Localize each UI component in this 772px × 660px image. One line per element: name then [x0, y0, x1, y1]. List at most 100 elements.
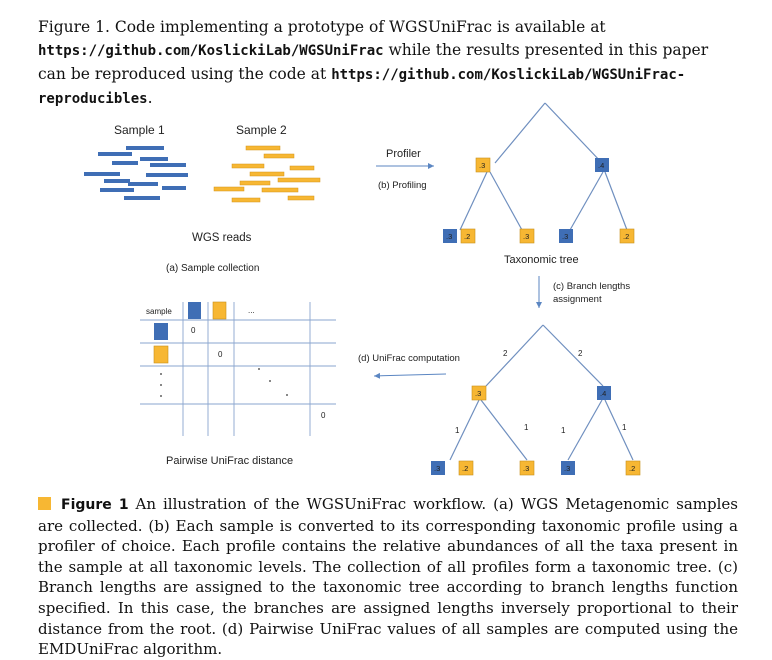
tree2-leaf-3 [519, 460, 535, 476]
tree-branch [544, 102, 603, 164]
sample1-label: Sample 1 [114, 123, 165, 137]
matrix-col-sample2 [212, 301, 227, 320]
branch-length-top-left: 2 [503, 349, 508, 358]
read-bar [261, 187, 299, 193]
tree2-nodes: .3 .4 .3 .2 .3 .3 .2 [431, 385, 641, 476]
tree2-leaf-3-value: .3 [523, 464, 529, 473]
matrix-row-sample2 [153, 345, 169, 364]
read-bar [84, 172, 120, 176]
branch-lengths-label-line1: (c) Branch lengths [553, 281, 630, 292]
branch-length-4: 1 [622, 423, 627, 432]
tree2-node-internal-left [471, 385, 487, 401]
tree-branch [567, 399, 603, 461]
tree2-leaf-2 [458, 460, 474, 476]
tree1-node-internal-left [475, 157, 491, 173]
unifrac-computation-label: (d) UniFrac computation [358, 353, 460, 364]
reproducibles-repo-url[interactable]: https://github.com/KoslickiLab/WGSUniFra… [38, 67, 686, 107]
read-bar [140, 157, 168, 161]
read-bar [249, 171, 285, 177]
figure-caption: Figure 1 An illustration of the WGSUniFr… [38, 494, 738, 660]
tree2-leaf-1-value: .3 [434, 464, 440, 473]
pairwise-distance-label: Pairwise UniFrac distance [166, 455, 293, 467]
matrix-diagonal-2: 0 [218, 350, 223, 359]
read-bar [231, 163, 265, 169]
tree1-leaf-2-value: .2 [464, 232, 470, 241]
tree2-node-internal-left-value: .3 [475, 389, 481, 398]
tree-branch [542, 324, 604, 387]
code-repo-url[interactable]: https://github.com/KoslickiLab/WGSUniFra… [38, 43, 384, 59]
figure-availability-note: Figure 1. Code implementing a prototype … [38, 16, 738, 111]
read-bar [98, 152, 132, 156]
tree1-leaf-5 [619, 228, 635, 244]
tree1-leaf-4 [559, 229, 573, 243]
read-bar [100, 188, 134, 192]
branch-length-top-right: 2 [578, 349, 583, 358]
profiling-label: (b) Profiling [378, 180, 427, 191]
tree-branch [480, 399, 528, 461]
tree-branch [449, 399, 480, 461]
tree-branch [459, 171, 488, 231]
sample-collection-label: (a) Sample collection [166, 263, 259, 274]
matrix-diagonal-ellipsis [258, 368, 288, 396]
caption-text: An illustration of the WGSUniFrac workfl… [38, 495, 738, 659]
tree1-leaf-2 [460, 228, 476, 244]
tree1-leaf-1-value: .3 [446, 232, 452, 241]
read-bar [124, 196, 160, 200]
tree1-leaf-5-value: .2 [623, 232, 629, 241]
read-bar [245, 145, 281, 151]
branch-length-3: 1 [561, 426, 566, 435]
read-bar [239, 180, 271, 186]
sample1-reads [84, 146, 188, 200]
tree1-leaf-1 [443, 229, 457, 243]
tree2-node-internal-right [597, 386, 611, 400]
tree-branch [489, 171, 523, 231]
note-text-2: while the results presented in this pape… [38, 41, 709, 83]
tree2-node-internal-right-value: .4 [600, 389, 606, 398]
matrix-col-ellipsis: ... [248, 306, 255, 315]
tree1-node-internal-right-value: .4 [598, 161, 604, 170]
matrix-col-sample1 [188, 302, 201, 319]
read-bar [213, 186, 245, 192]
branch-length-labels: 2 2 1 1 1 1 [455, 349, 627, 435]
tree2-leaf-4-value: .3 [564, 464, 570, 473]
profiler-label: Profiler [386, 148, 421, 160]
tree-branch [604, 171, 628, 231]
tree2-leaf-2-value: .2 [462, 464, 468, 473]
distance-matrix: sample ... 0 0 0 [140, 301, 336, 436]
workflow-figure: Sample 1 Sample 2 WGS reads (a) Sample c… [84, 102, 641, 476]
sample2-reads [213, 145, 321, 203]
read-bar [287, 195, 315, 201]
read-bar [146, 173, 188, 177]
read-bar [112, 161, 138, 165]
matrix-sample-label: sample [146, 307, 172, 316]
read-bar [263, 153, 295, 159]
caption-marker-icon [38, 497, 51, 510]
tree2-leaf-1 [431, 461, 445, 475]
wgs-reads-label: WGS reads [192, 232, 252, 244]
tree2-leaf-5 [625, 460, 641, 476]
tree-branch [494, 102, 546, 164]
tree2-leaf-4 [561, 461, 575, 475]
read-bar [231, 197, 261, 203]
read-bar [128, 182, 158, 186]
read-bar [126, 146, 164, 150]
matrix-row-ellipsis [160, 373, 162, 397]
tree2-leaf-5-value: .2 [629, 464, 635, 473]
tree1-leaf-3-value: .3 [523, 232, 529, 241]
note-text-3: . [147, 89, 153, 107]
taxonomic-tree-label: Taxonomic tree [504, 254, 579, 266]
read-bar [162, 186, 186, 190]
matrix-diagonal-1: 0 [191, 326, 196, 335]
matrix-diagonal-n: 0 [321, 411, 326, 420]
tree1-node-internal-right [595, 158, 609, 172]
weighted-taxonomic-tree [449, 324, 634, 461]
tree1-node-internal-left-value: .3 [479, 161, 485, 170]
tree1-leaf-4-value: .3 [562, 232, 568, 241]
branch-length-2: 1 [524, 423, 529, 432]
tree1-leaf-3 [519, 228, 535, 244]
read-bar [150, 163, 186, 167]
matrix-row-sample1 [154, 323, 168, 340]
tree-branch [485, 324, 544, 387]
read-bar [289, 165, 315, 171]
sample2-label: Sample 2 [236, 123, 287, 137]
